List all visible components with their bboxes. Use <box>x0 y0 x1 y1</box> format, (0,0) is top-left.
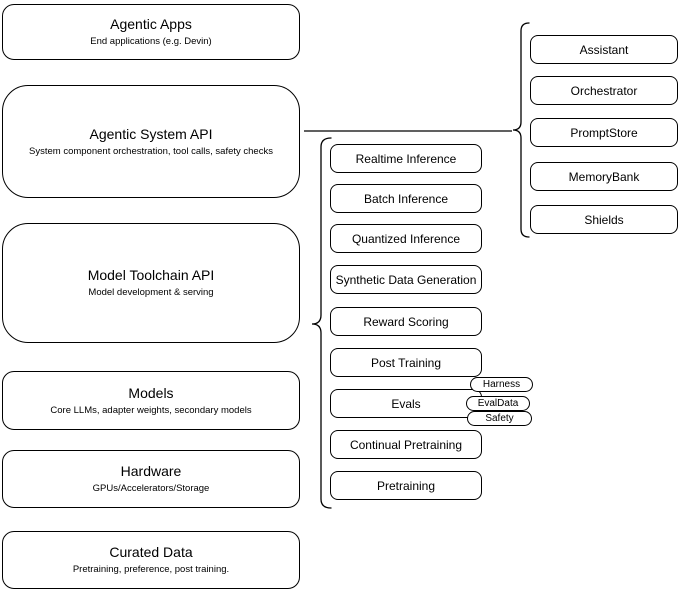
node-agentic-system-api: Agentic System API System component orch… <box>2 85 300 198</box>
brace-system-components <box>512 22 530 238</box>
node-pretraining: Pretraining <box>330 471 482 500</box>
node-title: Model Toolchain API <box>87 267 215 283</box>
node-title: Hardware <box>120 463 182 479</box>
node-continual-pretraining: Continual Pretraining <box>330 430 482 459</box>
node-reward-scoring: Reward Scoring <box>330 307 482 336</box>
node-memorybank: MemoryBank <box>530 162 678 191</box>
tag-harness: Harness <box>470 377 533 392</box>
node-hardware: Hardware GPUs/Accelerators/Storage <box>2 450 300 508</box>
node-subtitle: Model development & serving <box>88 287 214 298</box>
node-title: Models <box>128 384 174 401</box>
node-title: Curated Data <box>109 544 193 560</box>
node-subtitle: Pretraining, preference, post training. <box>72 564 230 575</box>
node-post-training: Post Training <box>330 348 482 377</box>
node-models: Models Core LLMs, adapter weights, secon… <box>2 371 300 430</box>
tag-evaldata: EvalData <box>466 396 530 411</box>
node-model-toolchain-api: Model Toolchain API Model development & … <box>2 223 300 343</box>
node-synthetic-data-generation: Synthetic Data Generation <box>330 265 482 294</box>
node-subtitle: End applications (e.g. Devin) <box>90 36 212 47</box>
node-title: Agentic System API <box>89 125 213 142</box>
node-shields: Shields <box>530 205 678 234</box>
node-subtitle: System component orchestration, tool cal… <box>29 145 273 157</box>
node-assistant: Assistant <box>530 35 678 64</box>
node-curated-data: Curated Data Pretraining, preference, po… <box>2 531 300 589</box>
node-subtitle: GPUs/Accelerators/Storage <box>92 483 210 494</box>
node-realtime-inference: Realtime Inference <box>330 144 482 173</box>
brace-toolchain <box>311 137 332 509</box>
node-title: Agentic Apps <box>110 16 192 32</box>
node-promptstore: PromptStore <box>530 118 678 147</box>
node-agentic-apps: Agentic Apps End applications (e.g. Devi… <box>2 4 300 60</box>
node-orchestrator: Orchestrator <box>530 76 678 105</box>
tag-safety: Safety <box>467 411 532 426</box>
node-subtitle: Core LLMs, adapter weights, secondary mo… <box>50 404 252 416</box>
node-quantized-inference: Quantized Inference <box>330 224 482 253</box>
node-batch-inference: Batch Inference <box>330 184 482 213</box>
node-evals: Evals <box>330 389 482 418</box>
